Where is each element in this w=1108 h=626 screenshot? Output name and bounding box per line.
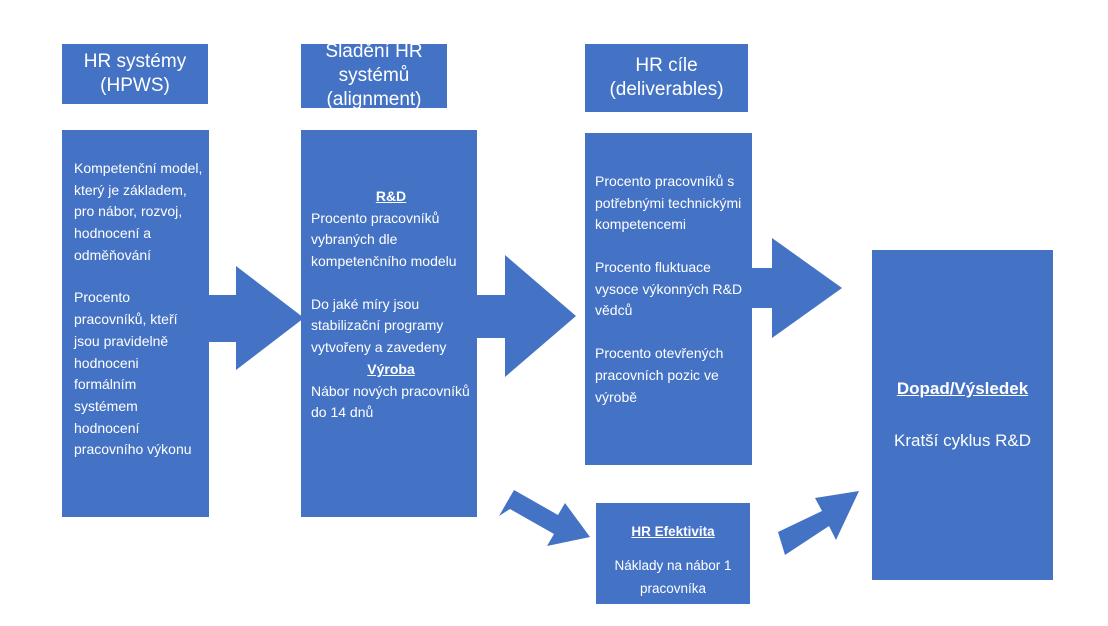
arrow-diagonal-down-icon bbox=[499, 490, 590, 546]
result-title: Dopad/Výsledek bbox=[896, 378, 1029, 398]
vyroba-title: Výroba bbox=[367, 360, 415, 377]
hr-goals-item1: Procento pracovníků s potřebnými technic… bbox=[595, 173, 742, 233]
header-hr-systems-line2: (HPWS) bbox=[100, 75, 170, 96]
header-alignment-line1: Sladění HR bbox=[325, 44, 423, 62]
hr-efficiency-box: HR Efektivita Náklady na nábor 1 pracovn… bbox=[596, 503, 750, 604]
header-hr-goals-line2: (deliverables) bbox=[609, 79, 724, 100]
hr-systems-para2: Procento pracovníků, kteří jsou pravidel… bbox=[74, 289, 192, 458]
rd-text1: Procento pracovníků vybraných dle kompet… bbox=[311, 209, 457, 270]
hr-goals-box: Procento pracovníků s potřebnými technic… bbox=[585, 133, 752, 465]
header-alignment-line2: systémů bbox=[338, 64, 410, 86]
alignment-box: R&D Procento pracovníků vybraných dle ko… bbox=[301, 130, 477, 517]
hr-goals-item2: Procento fluktuace vysoce výkonných R&D … bbox=[595, 259, 743, 319]
arrow-right-icon bbox=[745, 238, 842, 338]
arrow-right-icon bbox=[205, 266, 304, 370]
rd-title: R&D bbox=[375, 188, 407, 204]
header-hr-goals: HR cíle (deliverables) bbox=[585, 44, 748, 112]
hr-goals-item3: Procento otevřených pracovních pozic ve … bbox=[595, 345, 724, 405]
result-text: Kratší cyklus R&D bbox=[894, 431, 1031, 450]
header-alignment: Sladění HR systémů (alignment) bbox=[301, 44, 447, 108]
hr-systems-box: Kompetenční model, který je základem, pr… bbox=[62, 130, 209, 517]
hr-efficiency-text: Náklady na nábor 1 pracovníka bbox=[614, 558, 732, 596]
result-box: Dopad/Výsledek Kratší cyklus R&D bbox=[872, 250, 1053, 580]
arrow-right-icon bbox=[470, 255, 576, 377]
header-hr-systems-line1: HR systémy bbox=[83, 51, 187, 73]
hr-systems-para1: Kompetenční model, který je základem, pr… bbox=[74, 160, 203, 263]
arrow-diagonal-up-icon bbox=[778, 491, 859, 555]
rd-text2: Do jaké míry jsou stabilizační programy … bbox=[311, 295, 447, 356]
vyroba-text: Nábor nových pracovníků do 14 dnů bbox=[311, 382, 470, 421]
header-hr-systems: HR systémy (HPWS) bbox=[62, 44, 208, 104]
header-hr-goals-line1: HR cíle bbox=[635, 55, 698, 77]
hr-efficiency-title: HR Efektivita bbox=[631, 524, 715, 539]
header-alignment-line3: (alignment) bbox=[326, 88, 422, 109]
